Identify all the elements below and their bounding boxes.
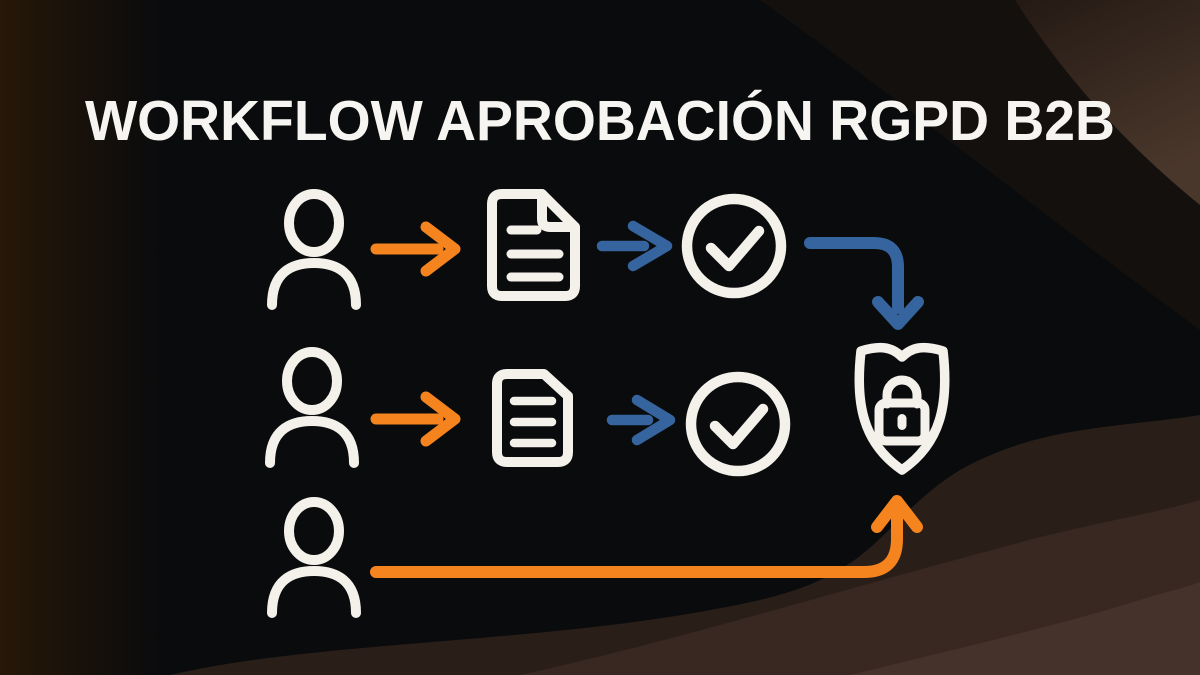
arrow-right-blue-icon [606, 394, 676, 446]
background-left-glow [0, 0, 160, 675]
check-circle-icon [687, 199, 781, 293]
background-wave-light [850, 582, 1200, 675]
person-icon [272, 194, 356, 305]
elbow-arrow-blue-down-icon [804, 237, 924, 330]
arrow-right-orange-icon [370, 391, 461, 447]
check-circle-icon [691, 377, 785, 471]
shield-lock-icon [854, 342, 950, 475]
page-title: WORKFLOW APROBACIÓN RGPD B2B [84, 89, 1115, 153]
person-icon [272, 502, 356, 613]
document-icon [487, 189, 580, 301]
person-icon [270, 352, 354, 463]
arrow-right-orange-icon [370, 221, 461, 277]
background-corner-blob [1015, 0, 1200, 205]
arrow-right-blue-icon [596, 220, 673, 272]
long-elbow-arrow-orange-up-icon [370, 495, 923, 578]
document-icon [492, 369, 573, 467]
